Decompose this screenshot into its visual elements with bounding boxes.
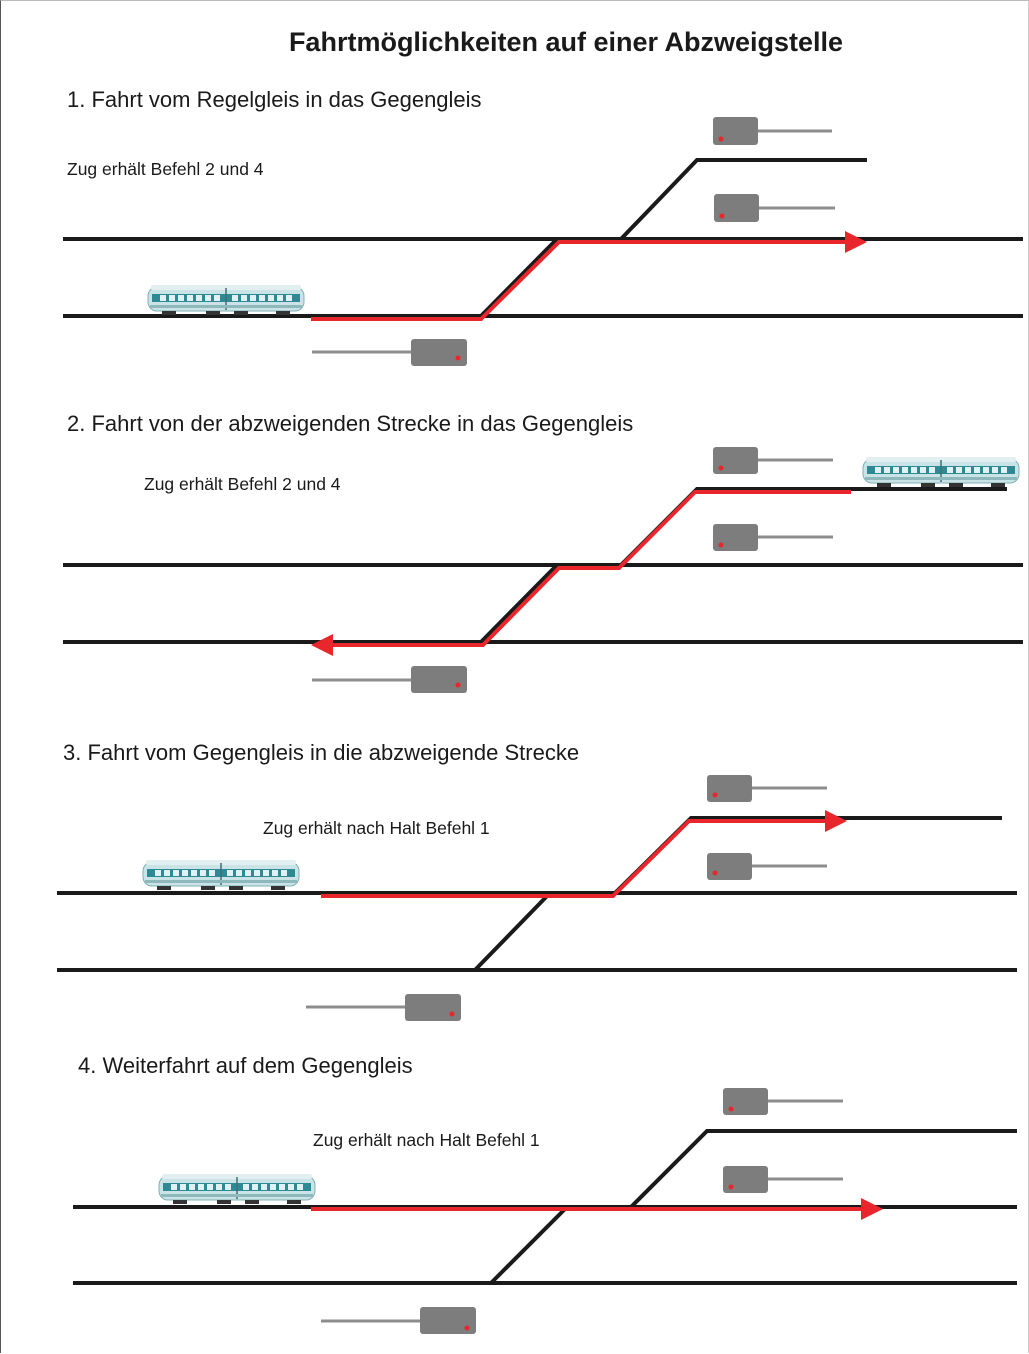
- route-line: [311, 240, 847, 321]
- branch-track: [619, 158, 867, 241]
- scenario-heading: 2. Fahrt von der abzweigenden Strecke in…: [67, 411, 633, 436]
- route-arrow-icon: [311, 634, 333, 656]
- signal-icon: [707, 853, 827, 880]
- scenario-1: 1. Fahrt vom Regelgleis in das Gegenglei…: [63, 87, 1023, 366]
- train-icon: [142, 859, 300, 891]
- scenario-command: Zug erhält nach Halt Befehl 1: [263, 818, 490, 838]
- signal-icon: [713, 117, 832, 145]
- signal-icon: [312, 666, 467, 693]
- scenario-4: 4. Weiterfahrt auf dem Gegengleis Zug er…: [73, 1053, 1017, 1334]
- route-arrow-icon: [825, 810, 847, 832]
- signal-icon: [723, 1166, 843, 1193]
- signal-icon: [713, 447, 833, 474]
- scenario-heading: 1. Fahrt vom Regelgleis in das Gegenglei…: [67, 87, 482, 112]
- scenario-heading: 4. Weiterfahrt auf dem Gegengleis: [78, 1053, 413, 1078]
- branch-track: [629, 1129, 1017, 1209]
- crossover-track: [473, 891, 552, 972]
- signal-icon: [312, 339, 467, 366]
- route-line: [321, 819, 827, 898]
- train-icon: [862, 456, 1020, 488]
- route-line: [331, 490, 851, 647]
- signal-icon: [707, 775, 827, 802]
- branch-track: [613, 816, 1002, 895]
- train-icon: [158, 1173, 316, 1205]
- signal-icon: [723, 1088, 843, 1115]
- route-arrow-icon: [845, 231, 867, 253]
- crossover-track: [479, 237, 559, 318]
- route-arrow-icon: [861, 1198, 883, 1220]
- signal-icon: [306, 994, 461, 1021]
- scenario-2: 2. Fahrt von der abzweigenden Strecke in…: [63, 411, 1023, 693]
- scenario-3: 3. Fahrt vom Gegengleis in die abzweigen…: [57, 740, 1017, 1021]
- crossover-track: [479, 563, 559, 644]
- signal-icon: [714, 194, 835, 222]
- crossover-track: [489, 1205, 569, 1285]
- scenario-heading: 3. Fahrt vom Gegengleis in die abzweigen…: [63, 740, 579, 765]
- branch-track: [619, 487, 1007, 567]
- scenario-command: Zug erhält Befehl 2 und 4: [144, 474, 341, 494]
- signal-icon: [321, 1307, 476, 1334]
- scenario-command: Zug erhält nach Halt Befehl 1: [313, 1130, 540, 1150]
- diagram-title: Fahrtmöglichkeiten auf einer Abzweigstel…: [289, 27, 843, 57]
- signal-icon: [713, 524, 833, 551]
- train-icon: [147, 284, 305, 316]
- scenario-command: Zug erhält Befehl 2 und 4: [67, 159, 264, 179]
